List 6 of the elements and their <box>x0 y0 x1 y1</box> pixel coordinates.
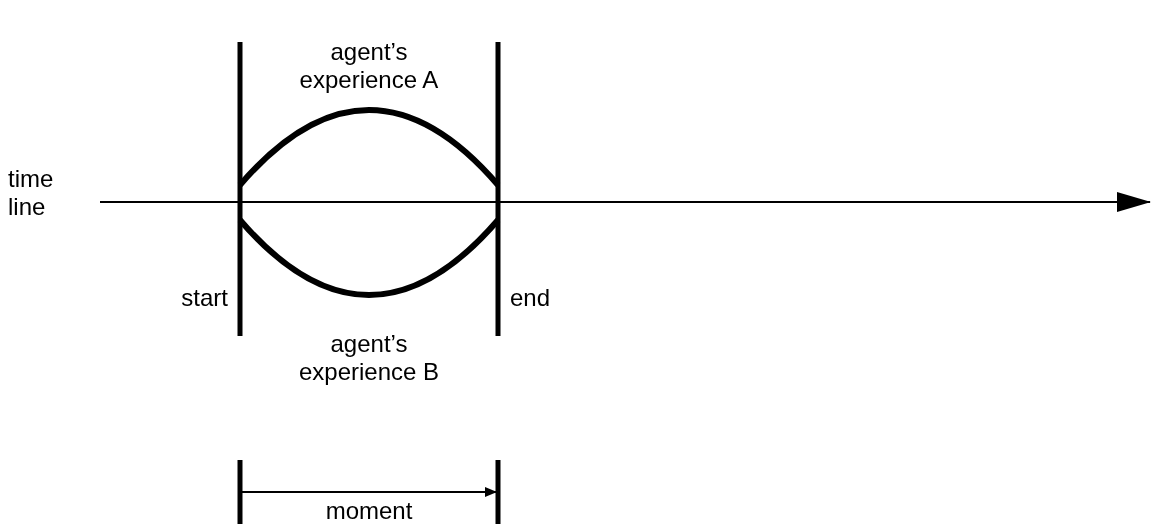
boundary-label: start <box>180 284 228 312</box>
experience-label: agent’s experience B <box>297 330 441 386</box>
dimension-label: moment <box>324 497 414 525</box>
axis-label: time line <box>8 165 55 221</box>
experience-label: agent’s experience A <box>298 38 440 94</box>
boundary-label: end <box>510 284 552 312</box>
